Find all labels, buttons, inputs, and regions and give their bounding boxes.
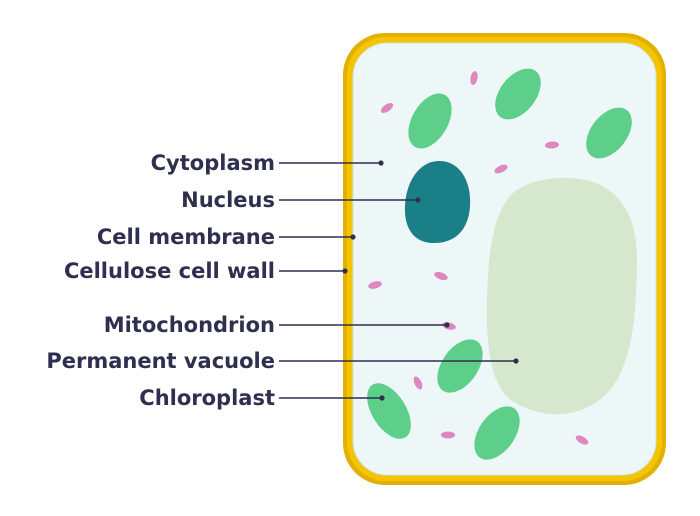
chloroplast (474, 406, 520, 460)
leader-dot-permanent-vacuole (513, 358, 519, 364)
label-cellulose-cell-wall: Cellulose cell wall (64, 259, 275, 283)
mitochondrion (441, 431, 455, 439)
mitochondrion (494, 164, 508, 174)
label-cell-membrane: Cell membrane (97, 225, 275, 249)
mitochondrion (545, 141, 559, 149)
mitochondrion (368, 281, 382, 289)
mitochondrion (470, 71, 478, 85)
chloroplast (367, 383, 411, 439)
leader-lines (279, 160, 519, 401)
label-nucleus: Nucleus (181, 188, 275, 212)
leader-dot-chloroplast (379, 395, 385, 401)
nucleus (404, 160, 471, 244)
label-cytoplasm: Cytoplasm (151, 151, 275, 175)
label-mitochondrion: Mitochondrion (104, 313, 275, 337)
leader-dot-mitochondrion (444, 322, 450, 328)
label-permanent-vacuole: Permanent vacuole (46, 349, 275, 373)
chloroplast (495, 68, 541, 120)
chloroplast (437, 339, 483, 393)
mitochondrion (434, 271, 448, 281)
leader-dot-cytoplasm (378, 160, 384, 166)
mitochondrion (413, 376, 423, 390)
chloroplast (408, 93, 452, 149)
leader-dot-cell-membrane (350, 234, 356, 240)
label-chloroplast: Chloroplast (139, 386, 275, 410)
chloroplast (586, 107, 632, 159)
mitochondrion (575, 435, 589, 445)
mitochondrion (380, 103, 394, 113)
permanent-vacuole (486, 177, 638, 415)
leader-dot-nucleus (415, 197, 421, 203)
leader-dot-cellulose-cell-wall (342, 268, 348, 274)
